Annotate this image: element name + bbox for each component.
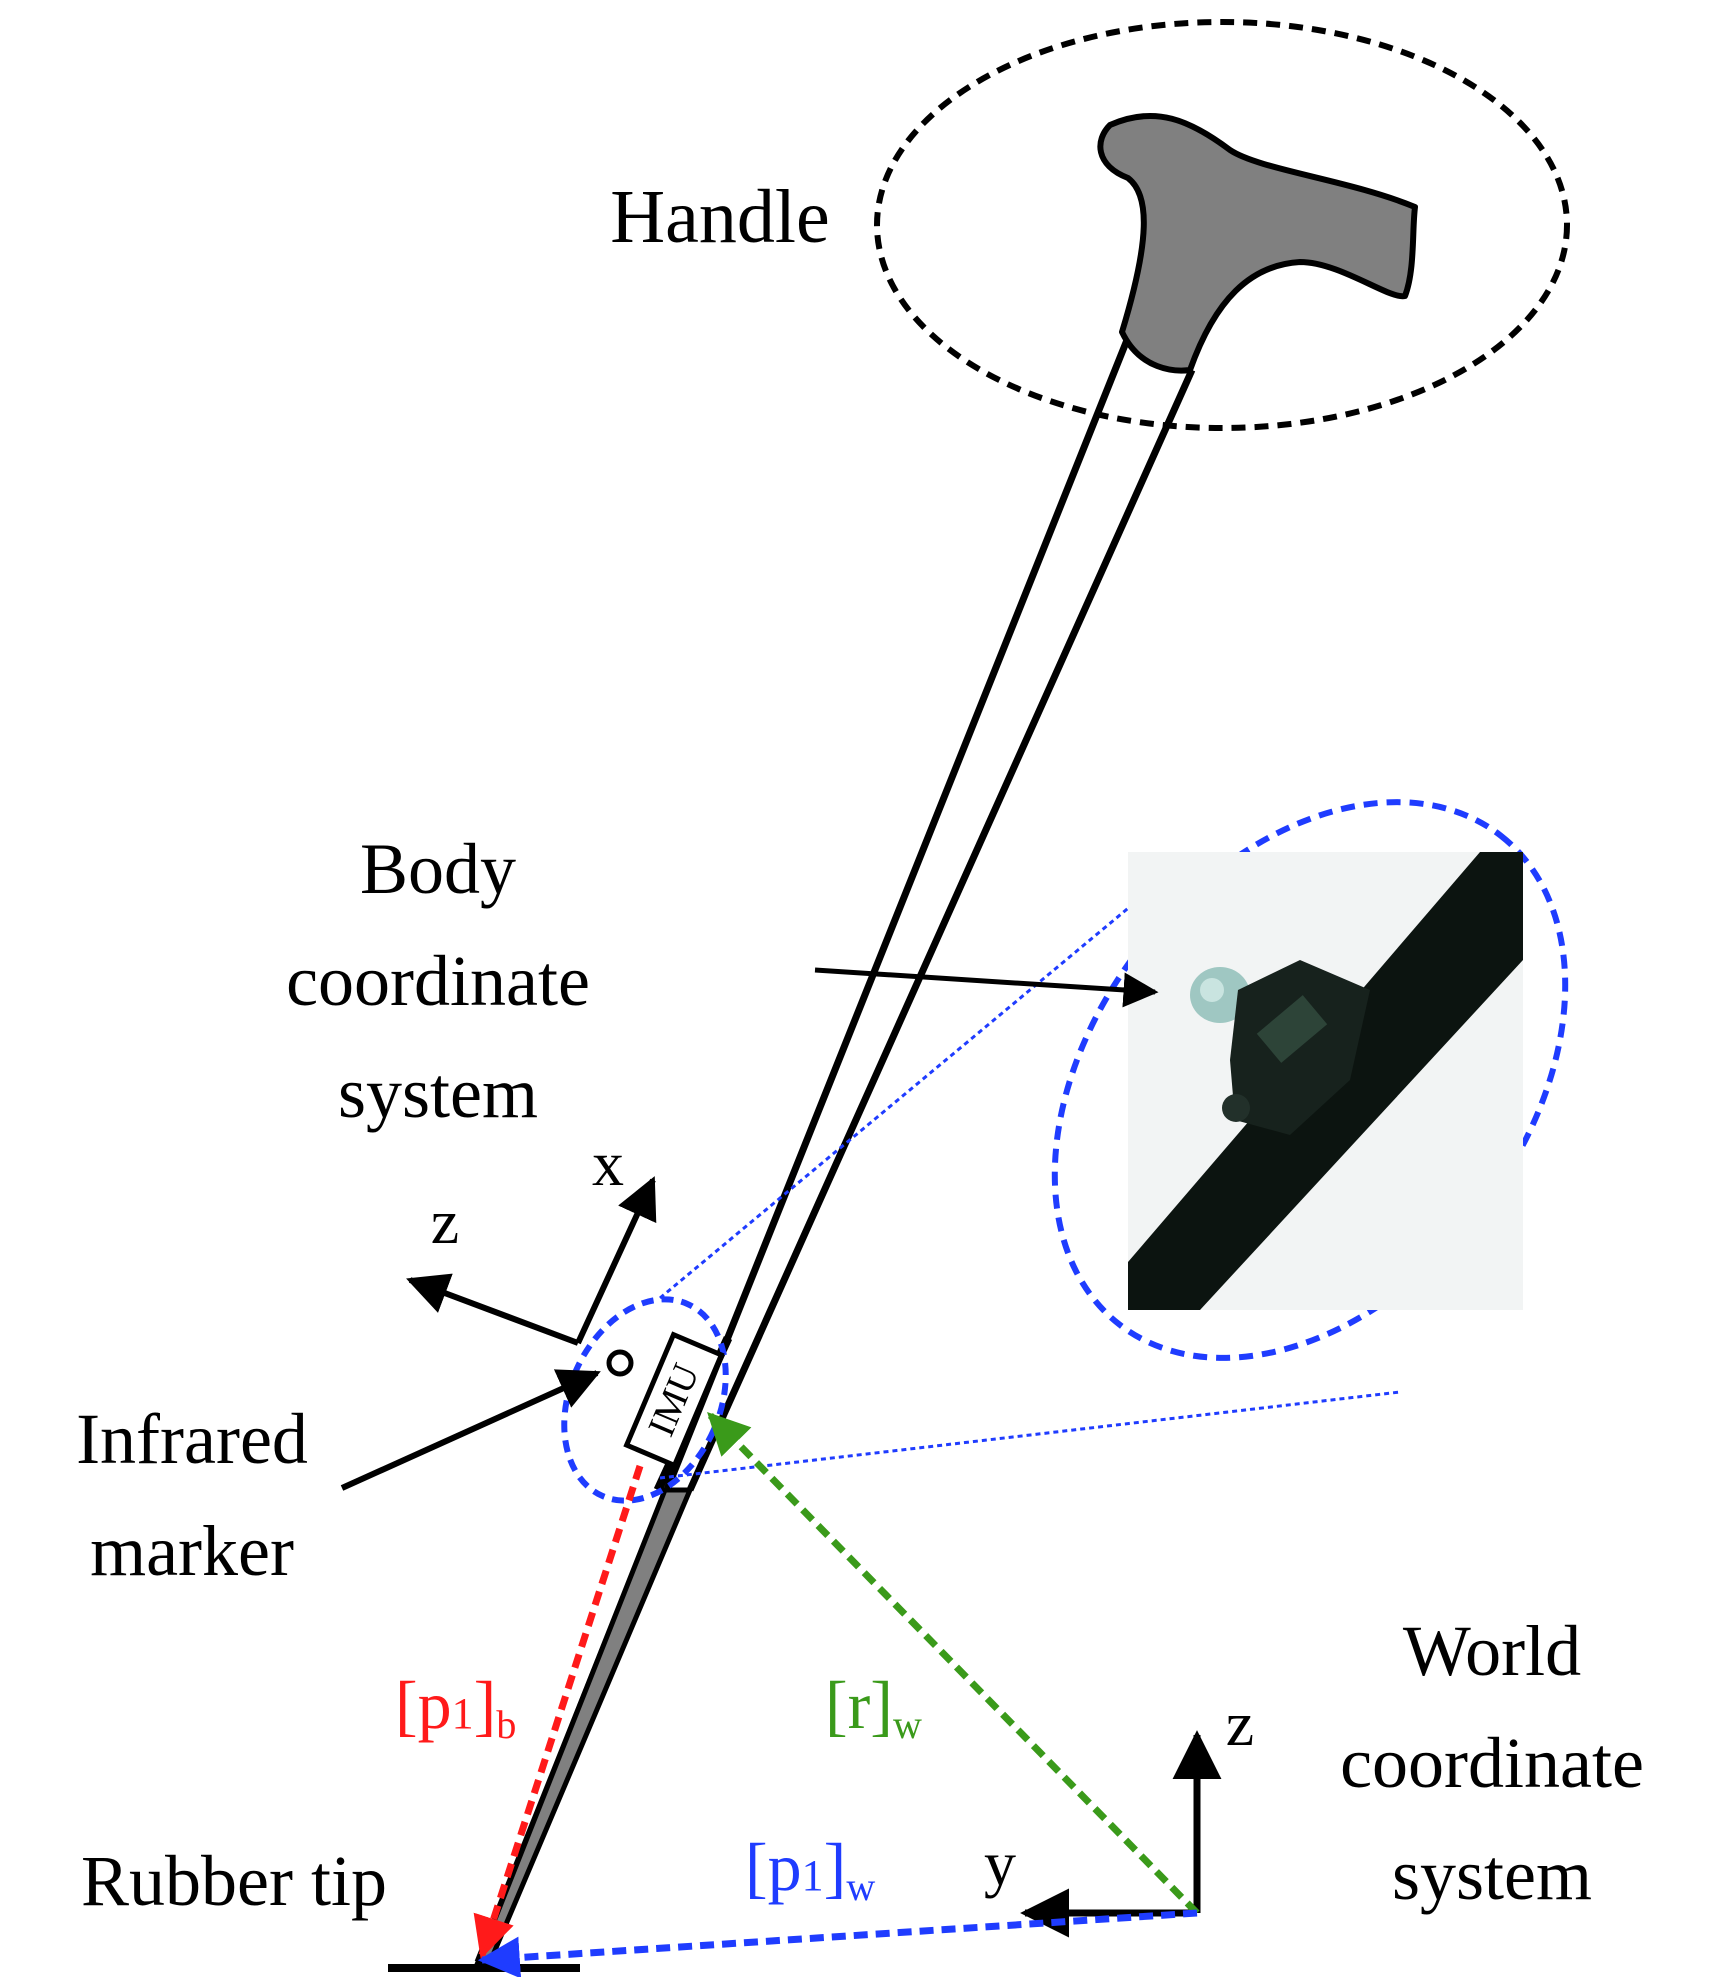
body-x-axis-label: x (592, 1128, 624, 1199)
handle-label: Handle (610, 175, 829, 259)
world-z-axis-label: z (1226, 1688, 1254, 1759)
body-z-axis-label: z (431, 1186, 459, 1257)
rubber-tip-label: Rubber tip (81, 1841, 387, 1921)
body-label-pointer-arrow (814, 967, 1159, 1008)
vector-p1-w-label: [p1]w (745, 1829, 875, 1909)
vector-p1-b (473, 1464, 644, 1959)
body-z-axis-arrow (406, 1273, 580, 1346)
cane-shaft-right-edge (686, 368, 1196, 1492)
zoom-connector-top (659, 888, 1151, 1300)
infrared-label-line2: marker (90, 1511, 294, 1591)
body-label-line1: Body (360, 829, 516, 909)
world-label-line1: World (1403, 1611, 1581, 1691)
vector-r-w (707, 1411, 1200, 1916)
imu-photo-inset (1128, 852, 1523, 1310)
world-label-line2: coordinate (1340, 1723, 1644, 1803)
body-label-line2: coordinate (286, 941, 590, 1021)
vector-p1-b-label: [p1]b (395, 1667, 516, 1747)
imu-box (623, 1331, 725, 1469)
infrared-pointer-arrow (340, 1369, 601, 1491)
zoom-connector-bottom (659, 1390, 1401, 1480)
handle-dashed-ellipse (874, 19, 1570, 431)
infrared-label-line1: Infrared (76, 1399, 308, 1479)
vector-p1-w (477, 1909, 1198, 1977)
body-x-axis-arrow (575, 1176, 657, 1345)
world-y-axis-label: y (984, 1828, 1016, 1899)
vector-r-w-label: [r]w (825, 1667, 922, 1747)
body-label-line3: system (338, 1053, 538, 1133)
world-label-line3: system (1392, 1835, 1592, 1915)
handle-grip (1097, 112, 1418, 374)
infrared-marker-dot (606, 1349, 634, 1377)
